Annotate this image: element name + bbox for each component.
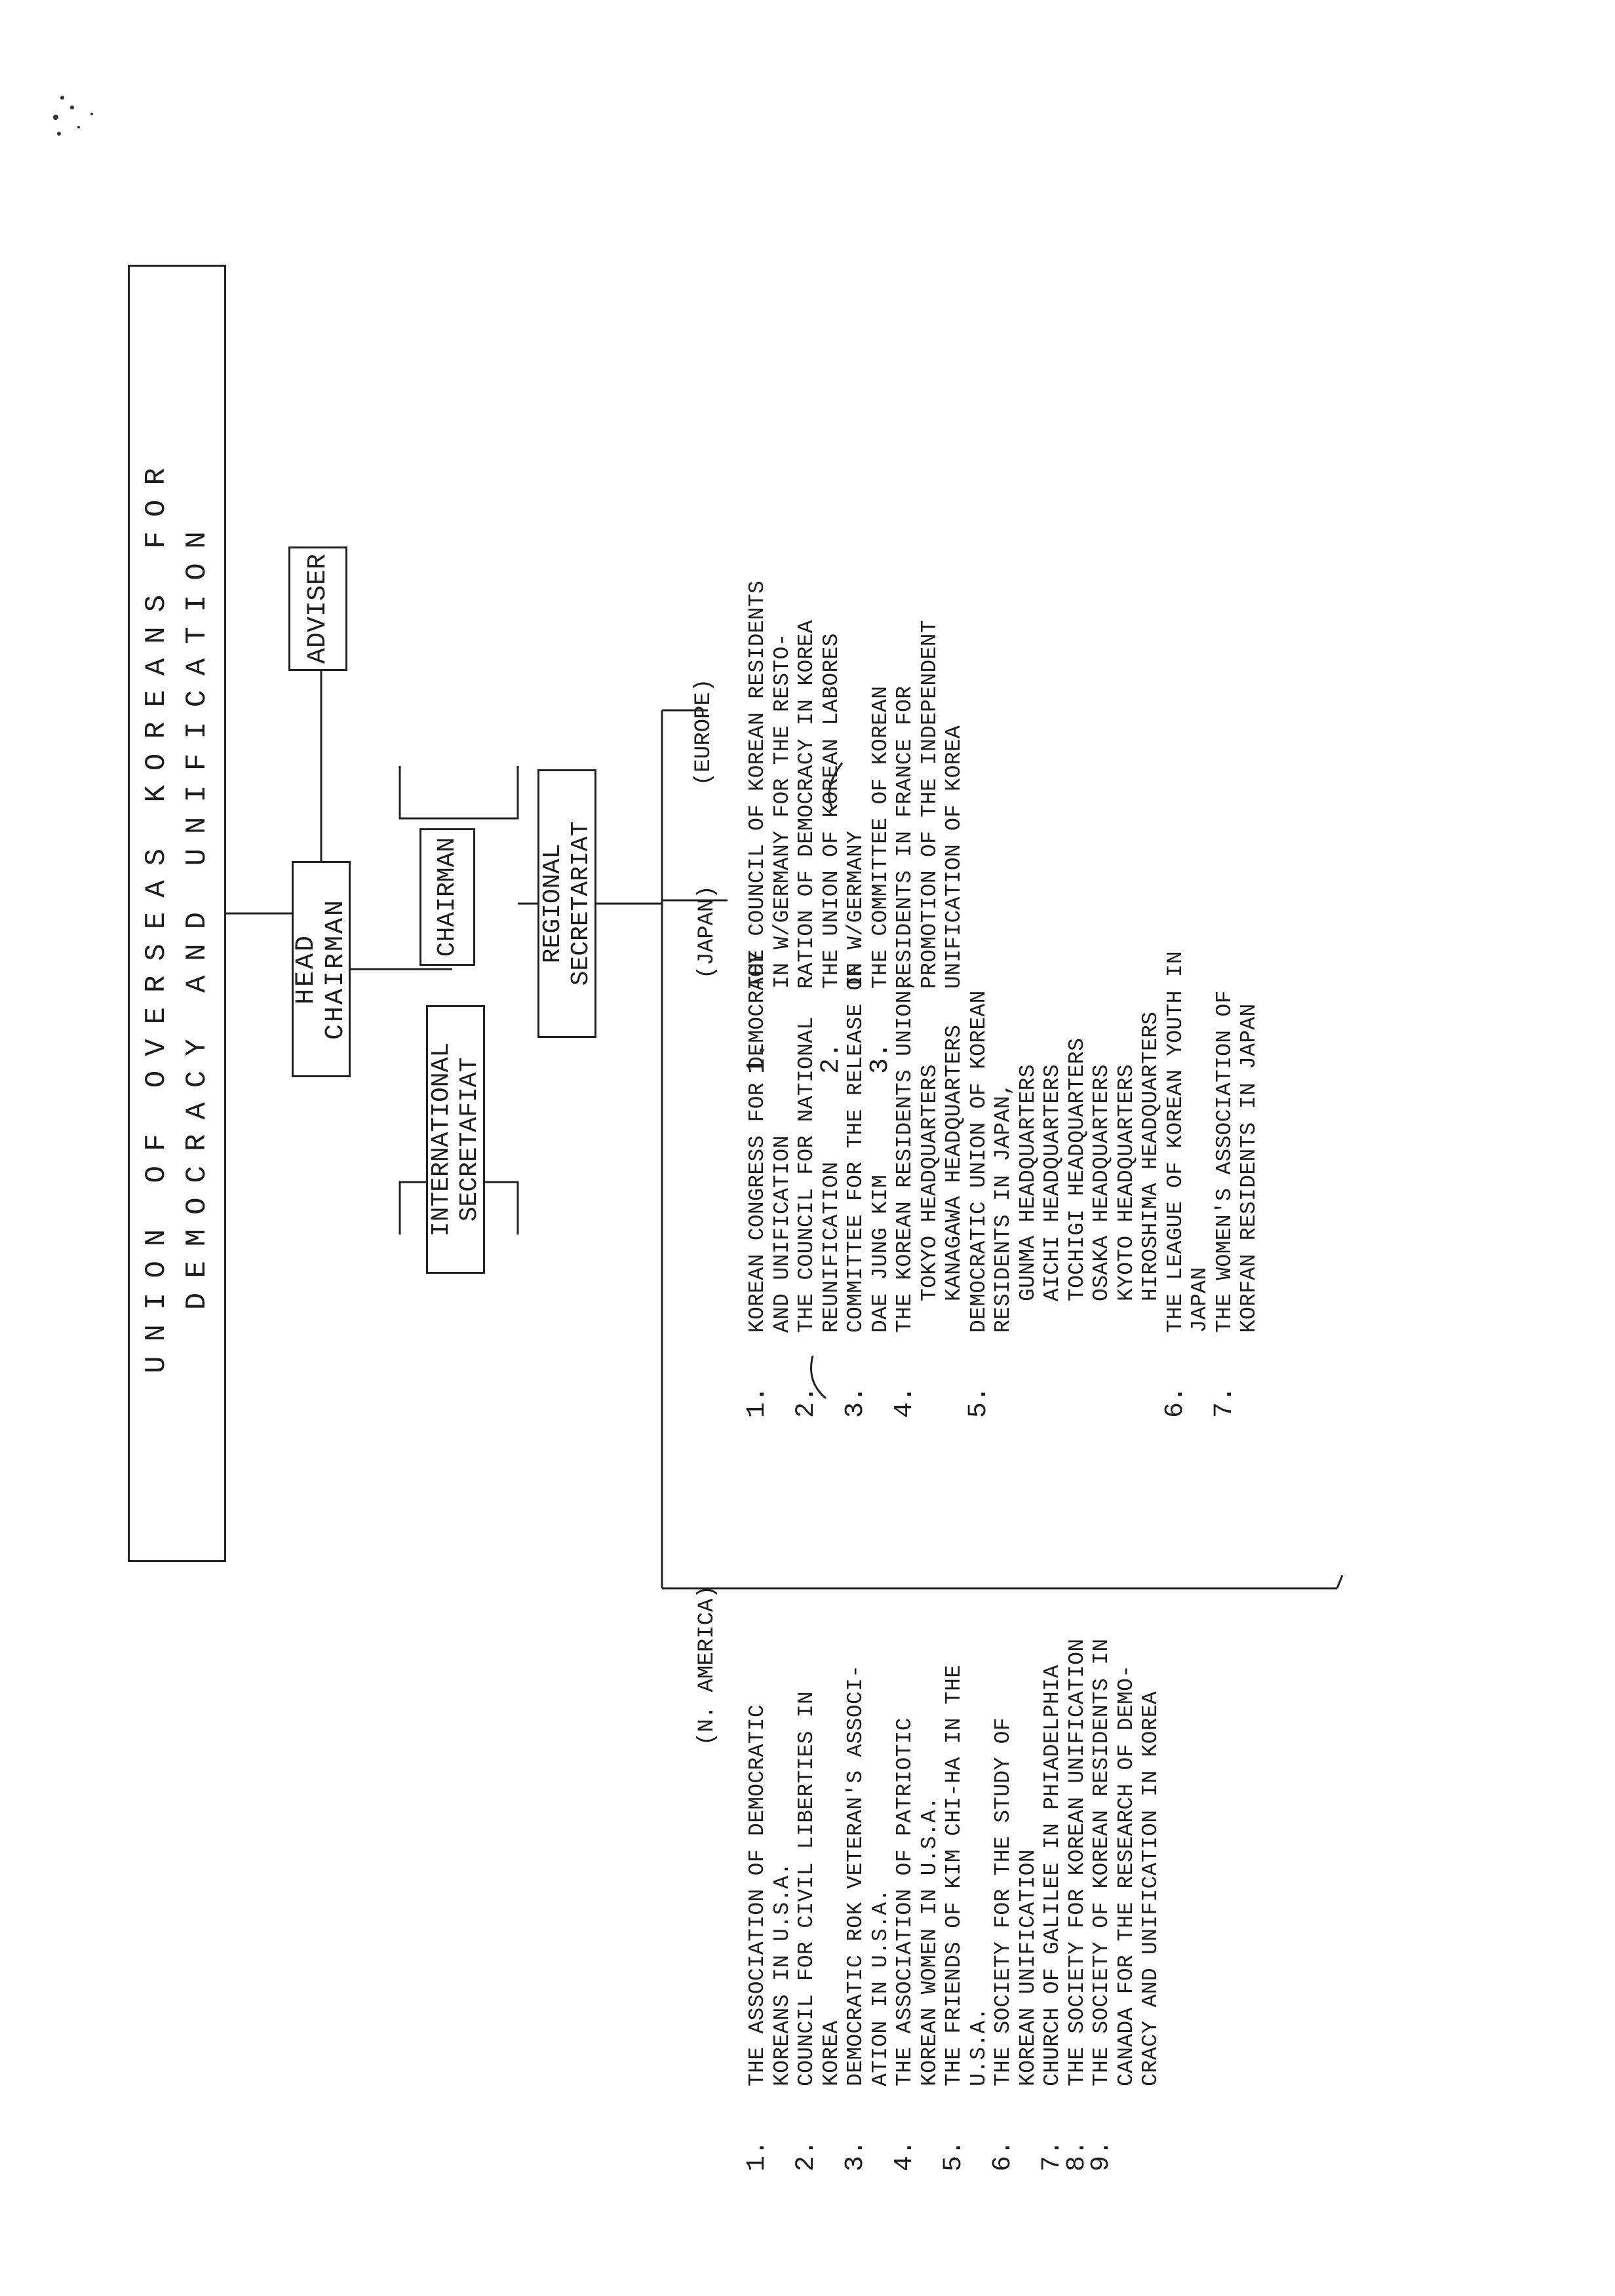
list-item-number: 2. [792,2139,821,2172]
list-item-number: 6. [1160,1386,1190,1418]
list-item-text: IN W/GERMANY FOR THE RESTO- [769,633,794,989]
regional-secretariat-label: REGIONAL SECRETARIAT [539,821,595,986]
list-item-text: RESIDENTS IN FRANCE FOR [893,685,917,989]
list-item-text: DEMOCRATIC ROK VETERAN'S ASSOCI- [844,1664,868,2086]
list-item: 7. CHURCH OF GALILEE IN PHIADELPHIA [1038,1664,1067,2172]
list-item-text: THE SOCIETY FOR THE STUDY OF [991,1717,1015,2086]
bracket-right [399,766,519,820]
list-item-text: IN W/GERMANY [844,830,868,989]
chairman-box: CHAIRMAN [419,828,475,966]
list-item-subentry: OSAKA HEADQUARTERS [1089,1064,1114,1301]
list-item-number: 6. [988,2139,1018,2172]
list-item-text: RATION OF DEMOCRACY IN KOREA [794,620,819,989]
list-item-text: JAPAN [1188,1267,1212,1333]
list-item-text: CANADA FOR THE RESEARCH OF DEMO- [1114,1664,1138,2086]
regional-secretariat-box: REGIONAL SECRETARIAT [537,769,596,1038]
list-item-number: 3. [865,1042,895,1074]
list-item-text: THE SOCIETY FOR KOREAN UNIFICATION [1064,1638,1089,2086]
org-title-box: UNION OF OVERSEAS KOREANS FOR DEMOCRACY … [128,265,226,1562]
list-item-number: 3. [841,1386,870,1418]
adviser-box: ADVISER [288,546,347,671]
list-item-number: 1. [743,2139,772,2172]
list-item-text: COUNCIL FOR CIVIL LIBERTIES IN [794,1691,819,2086]
list-item-number: 9. [1087,2139,1116,2172]
list-item-number: 1. [743,1042,772,1074]
list-item-text: CHURCH OF GALILEE IN PHIADELPHIA [1040,1664,1064,2086]
international-secretariat-label: INTERNATIONAL SECRETAFIAT [427,1042,484,1237]
list-item-number: 3. [841,2139,870,2172]
head-chairman-box: HEAD CHAIRMAN [292,861,351,1077]
list-item-text: U.S.A. [966,2007,991,2086]
scan-smudge-mark [810,1355,827,1400]
list-item-number: 4. [890,2139,920,2172]
list-item-text: THE SOCIETY OF KOREAN RESIDENTS IN [1089,1638,1114,2086]
list-item-text: THE COMMITTEE OF KOREAN [868,685,893,989]
list-item-number: 2. [816,1042,846,1074]
list-item-text: KOREA [819,2020,844,2086]
list-item-number: 4. [890,1386,920,1418]
list-item-text: UNIFICATION OF KOREA [942,725,966,989]
list-item-text: THE UNION OF KOREAN LABORES [819,633,844,989]
international-secretariat-box: INTERNATIONAL SECRETAFIAT [426,1005,485,1274]
list-item-number: 5. [939,2139,969,2172]
list-item-text: KOREAN UNIFICATION [1015,1849,1040,2086]
list-item-number: 1. [743,1386,772,1418]
org-title-line1: UNION OF OVERSEAS KOREANS FOR [140,453,173,1373]
list-item-subentry: HIROSHIMA HEADQUARTERS [1138,1011,1163,1301]
list-item: 3. DEMOCRATIC ROK VETERAN'S ASSOCI-ATION … [841,1664,893,2172]
head-chairman-label: HEAD CHAIRMAN [292,898,351,1041]
list-item-text: THE COUNCIL OF KOREAN RESIDENTS [745,580,769,989]
scan-smudge-mark [828,762,844,809]
list-item-subentry: AICHI HEADQUARTERS [1040,1064,1064,1301]
heading-n-america: (N. AMERICA) [695,1585,720,1746]
list-item-text: KORFAN RESIDENTS IN JAPAN [1237,1003,1261,1333]
list-item-number: 8. [1062,2139,1092,2172]
heading-europe: (EUROPE) [691,678,716,786]
list-item-text: THE WOMEN'S ASSOCIATION OF [1212,990,1237,1333]
heading-japan: (JAPAN) [695,885,720,979]
list-item-text: THE ASSOCIATION OF DEMOCRATIC [745,1704,769,2086]
list-item-text: DEMOCRATIC UNION OF KOREAN [966,990,991,1333]
list-item-number: 5. [963,1386,994,1418]
list-item: 8. THE SOCIETY FOR KOREAN UNIFICATION [1062,1638,1092,2172]
list-item-text: THE FRIENDS OF KIM CHI-HA IN THE [942,1664,966,2086]
scan-speckle-mark [53,96,93,136]
list-item-text: PROMOTION OF THE INDEPENDENT [917,620,942,989]
list-item-subentry: KYOTO HEADQUARTERS [1114,1064,1138,1301]
list-item-text: KOREAN WOMEN IN U.S.A. [917,1796,942,2086]
org-title-line2: DEMOCRACY AND UNIFICATION [181,516,214,1311]
tick-na [1336,1575,1344,1589]
list-item-number: 7. [1038,2139,1067,2172]
list-item-text: THE ASSOCIATION OF PATRIOTIC [893,1717,917,2086]
adviser-label: ADVISER [303,553,333,664]
list-item-text: KOREANS IN U.S.A. [769,1862,794,2086]
list-item-subentry: GUNMA HEADQUARTERS [1015,1064,1040,1301]
list-item-text: CRACY AND UNIFICATION IN KOREA [1138,1691,1163,2086]
chairman-label: CHAIRMAN [433,837,461,957]
list-item-text: ATION IN U.S.A. [868,1888,893,2086]
list-item-text: RESIDENTS IN JAPAN, [991,1082,1015,1333]
list-item-number: 7. [1209,1386,1239,1418]
list-item-text: THE LEAGUE OF KOREAN YOUTH IN [1163,951,1188,1333]
list-item-subentry: TOCHIGI HEADQUARTERS [1064,1037,1089,1301]
